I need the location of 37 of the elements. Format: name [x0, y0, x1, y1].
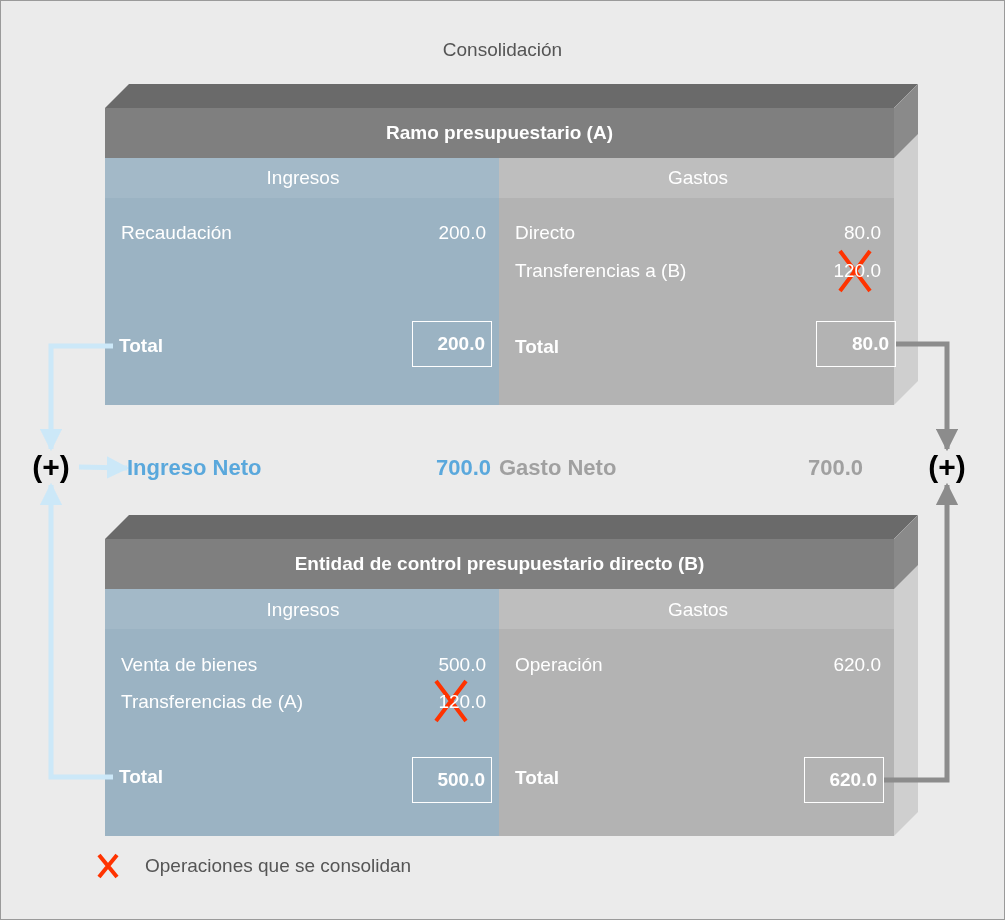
row-label: Transferencias a (B) [515, 260, 687, 282]
total-amount: 500.0 [412, 757, 492, 803]
legend-text: Operaciones que se consolidan [145, 855, 412, 877]
total-label: Total [515, 336, 559, 358]
total-label: Total [119, 764, 189, 790]
total-amount: 200.0 [412, 321, 492, 367]
connector-arrow [78, 456, 130, 479]
diagram-title: Consolidación [441, 39, 564, 61]
panel-title: Ramo presupuestario (A) [105, 108, 894, 158]
row-label: Venta de bienes [121, 654, 258, 676]
connector-arrow [884, 482, 959, 783]
amount: 620.0 [833, 654, 881, 676]
panel-title: Entidad de control presupuestario directo (B) [105, 539, 894, 589]
row-label: Directo [515, 222, 576, 244]
total-label: Total [515, 767, 559, 789]
row-label: Operación [515, 654, 603, 676]
column-header: Gastos [667, 599, 729, 621]
net-label: Gasto Neto [499, 455, 617, 481]
connector-arrow [39, 482, 113, 780]
amount: 500.0 [438, 654, 486, 676]
row-label: Recaudación [121, 222, 232, 244]
total-label: Total [119, 333, 189, 359]
row-label: Transferencias de (A) [121, 691, 303, 713]
amount: 80.0 [844, 222, 881, 244]
amount: 200.0 [438, 222, 486, 244]
net-amount: 700.0 [807, 455, 863, 481]
column-header: Gastos [667, 167, 729, 189]
column-header: Ingresos [266, 167, 340, 189]
total-amount: 80.0 [816, 321, 896, 367]
plus-sign: (+) [919, 449, 975, 485]
column-header: Ingresos [266, 599, 340, 621]
connector-arrow [39, 343, 113, 452]
net-label: Ingreso Neto [127, 454, 307, 482]
connector-arrow [896, 341, 959, 452]
total-amount: 620.0 [804, 757, 884, 803]
net-amount: 700.0 [435, 455, 491, 481]
plus-sign: (+) [23, 449, 79, 485]
